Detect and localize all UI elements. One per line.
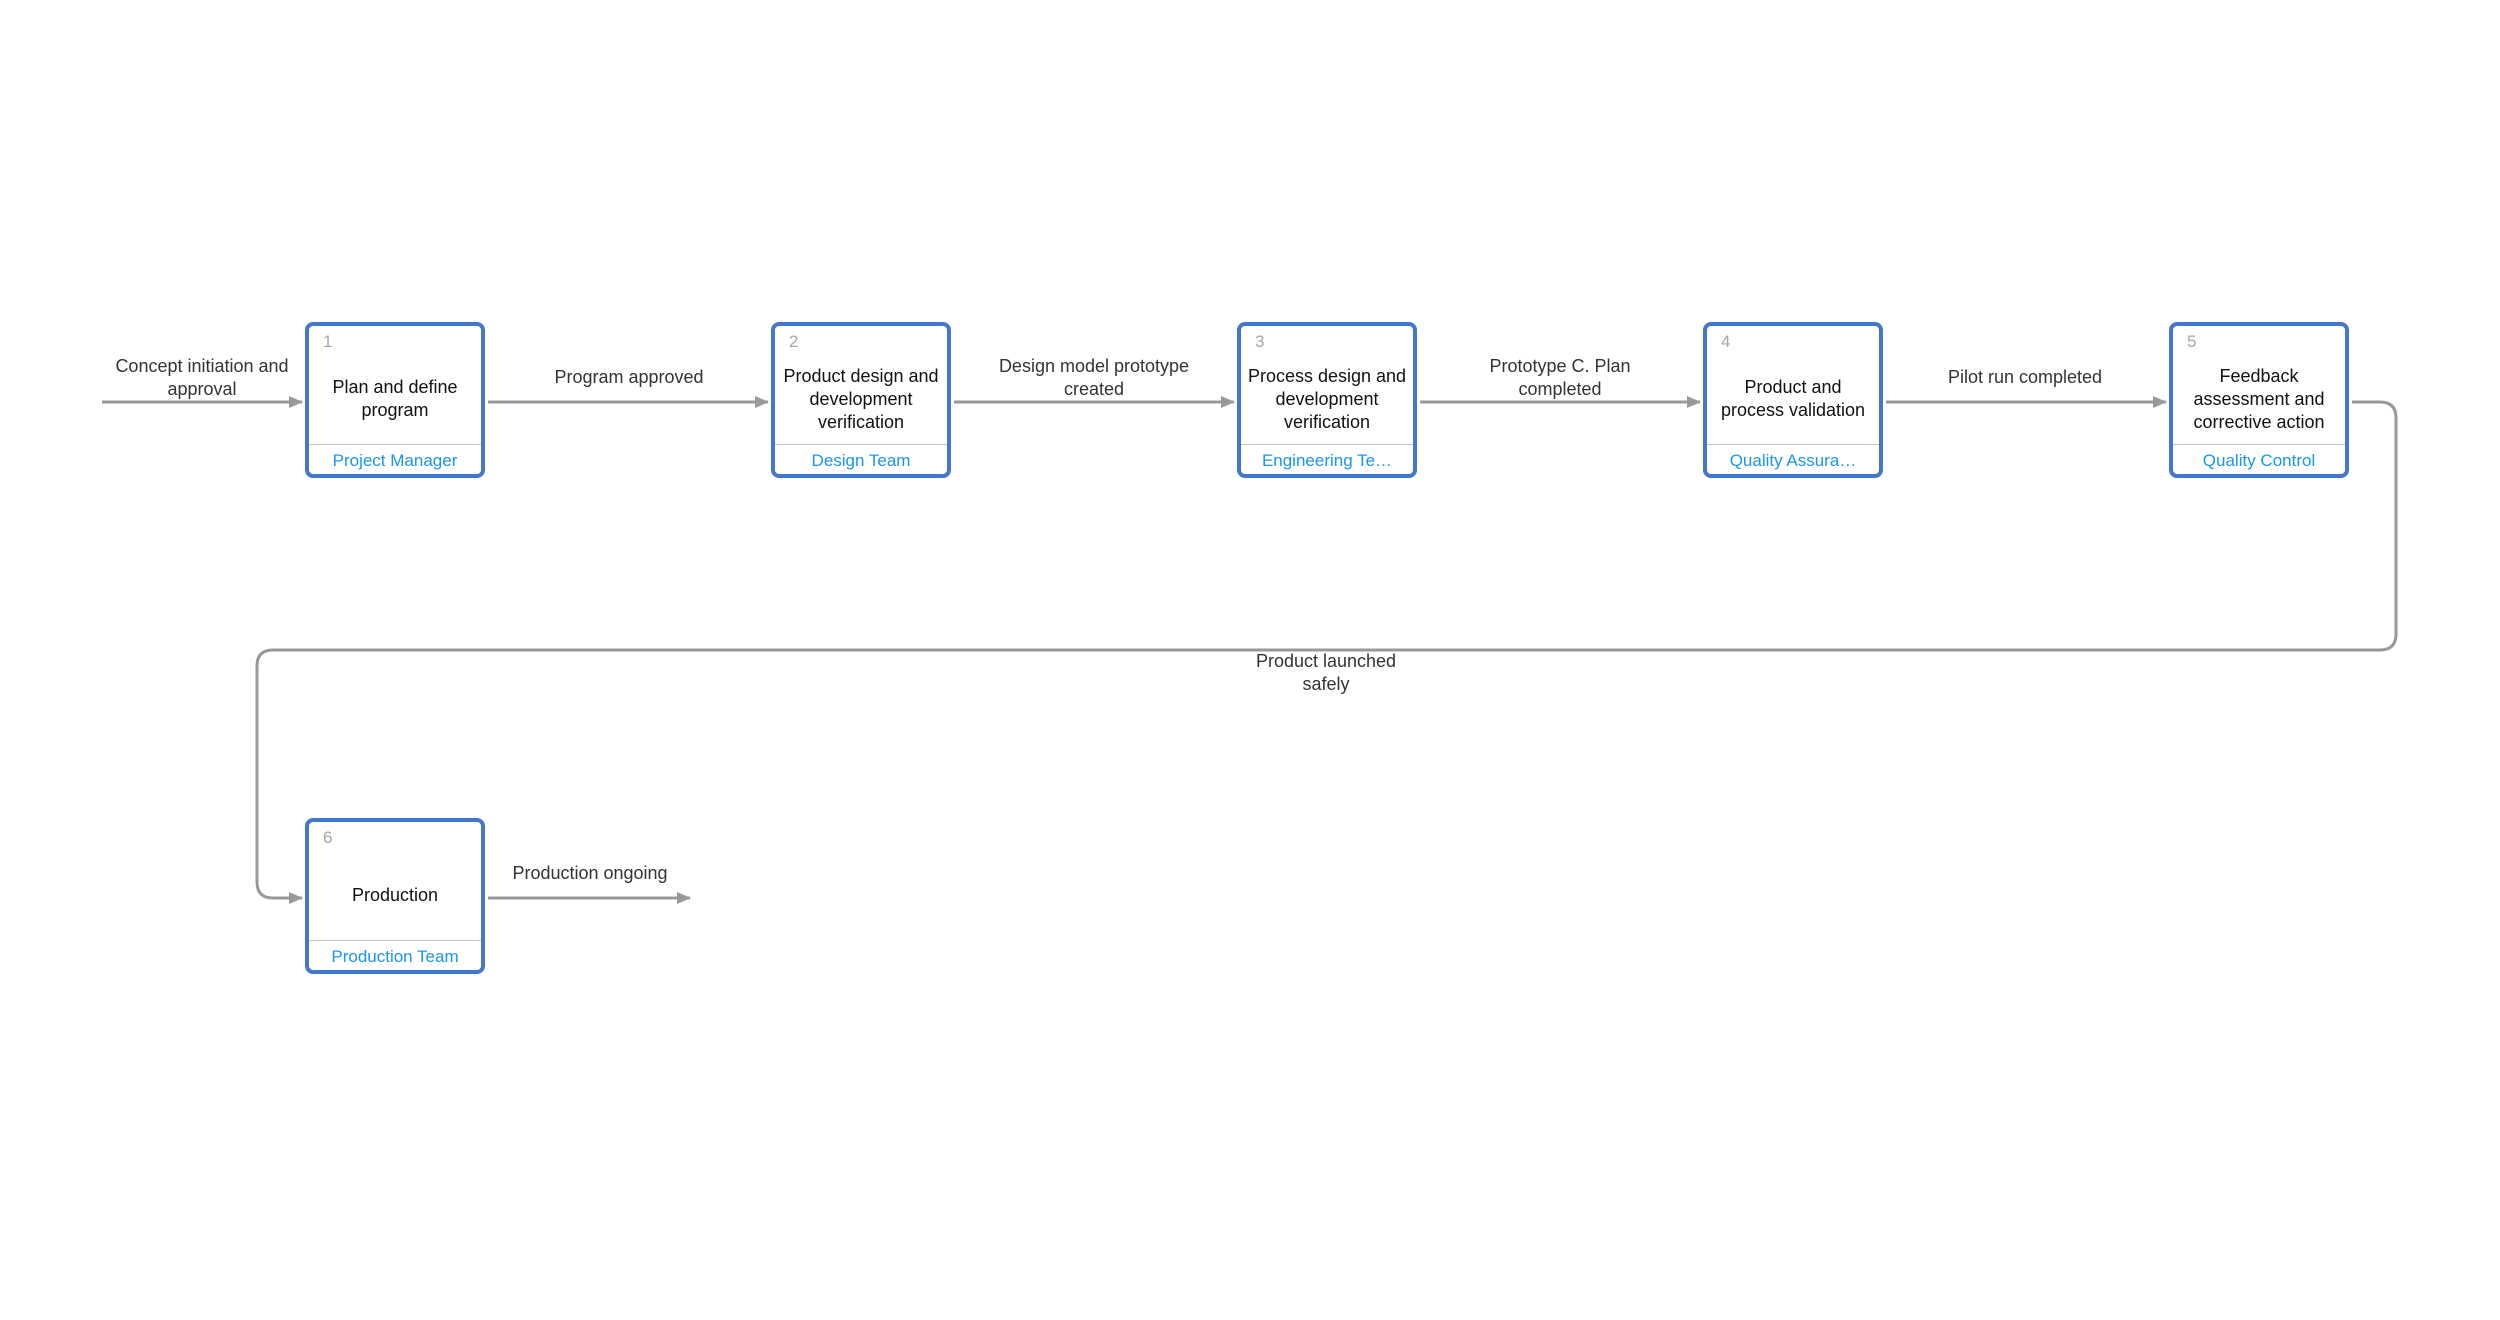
edge-label-pilot-run: Pilot run completed bbox=[1947, 367, 2103, 387]
step-number: 3 bbox=[1255, 332, 1265, 351]
step-node-3[interactable]: 3 Process design and development verific… bbox=[1237, 322, 1417, 478]
edge-label-product-launched: Product launched safely bbox=[1255, 651, 1397, 694]
step-owner: Project Manager bbox=[332, 451, 458, 470]
node-divider bbox=[1707, 444, 1879, 445]
step-node-4[interactable]: 4 Product and process validation Quality… bbox=[1703, 322, 1883, 478]
step-number: 1 bbox=[323, 332, 333, 351]
step-title: Feedback assessment and corrective actio… bbox=[2193, 365, 2325, 432]
edge-label-entry: Concept initiation and approval bbox=[115, 356, 289, 399]
node-divider bbox=[775, 444, 947, 445]
step-owner: Quality Control bbox=[2202, 451, 2316, 470]
edge-label-production-ongoing: Production ongoing bbox=[512, 863, 668, 883]
node-divider bbox=[2173, 444, 2345, 445]
edge-label-prototype-plan: Prototype C. Plan completed bbox=[1489, 356, 1631, 399]
node-divider bbox=[309, 444, 481, 445]
step-number: 5 bbox=[2187, 332, 2197, 351]
step-node-2[interactable]: 2 Product design and development verific… bbox=[771, 322, 951, 478]
step-title: Plan and define program bbox=[332, 377, 458, 420]
edge-label-program-approved: Program approved bbox=[554, 367, 704, 387]
step-title: Product and process validation bbox=[1720, 377, 1866, 420]
step-node-5[interactable]: 5 Feedback assessment and corrective act… bbox=[2169, 322, 2349, 478]
step-number: 6 bbox=[323, 828, 333, 847]
node-divider bbox=[309, 940, 481, 941]
step-owner: Engineering Te… bbox=[1261, 451, 1393, 470]
step-owner: Design Team bbox=[811, 451, 911, 470]
step-owner: Quality Assura… bbox=[1729, 451, 1857, 470]
step-title: Production bbox=[351, 884, 439, 905]
node-divider bbox=[1241, 444, 1413, 445]
step-owner: Production Team bbox=[331, 947, 459, 966]
step-node-6[interactable]: 6 Production Production Team bbox=[305, 818, 485, 974]
step-number: 4 bbox=[1721, 332, 1731, 351]
step-node-1[interactable]: 1 Plan and define program Project Manage… bbox=[305, 322, 485, 478]
step-title: Process design and development verificat… bbox=[1247, 365, 1407, 432]
step-title: Product design and development verificat… bbox=[783, 365, 939, 432]
connector-step-5-to-step-6[interactable] bbox=[255, 400, 2398, 904]
step-number: 2 bbox=[789, 332, 799, 351]
edge-label-design-model: Design model prototype created bbox=[998, 356, 1190, 399]
